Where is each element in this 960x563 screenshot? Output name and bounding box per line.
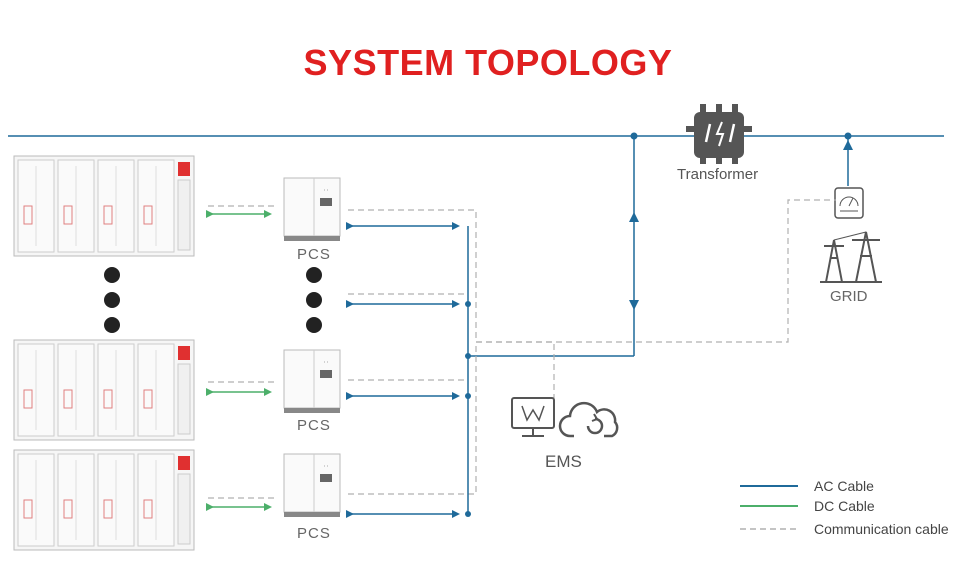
pcs-unit [283, 453, 341, 518]
battery-cabinet [13, 449, 195, 551]
pcs-label: PCS [297, 417, 331, 434]
legend-comm-label: Communication cable [814, 521, 949, 537]
pcs-unit [283, 349, 341, 414]
battery-cabinet [13, 155, 195, 257]
page-title: SYSTEM TOPOLOGY [303, 42, 673, 83]
legend-dc-label: DC Cable [814, 498, 875, 514]
transformer-icon [686, 104, 752, 164]
ems-label: EMS [545, 452, 582, 471]
grid-label: GRID [830, 288, 868, 305]
pylon-icon [820, 231, 882, 283]
monitor-icon [511, 397, 555, 437]
legend-ac-label: AC Cable [814, 478, 874, 494]
cloud-sync-icon [558, 401, 619, 438]
battery-cabinet [13, 339, 195, 441]
transformer-label: Transformer [677, 166, 759, 183]
pcs-label: PCS [297, 525, 331, 542]
pcs-label: PCS [297, 246, 331, 263]
pcs-unit [283, 177, 341, 242]
comm-cables [348, 199, 836, 495]
meter-icon [834, 187, 864, 219]
ellipsis-dot-icon [104, 267, 322, 333]
